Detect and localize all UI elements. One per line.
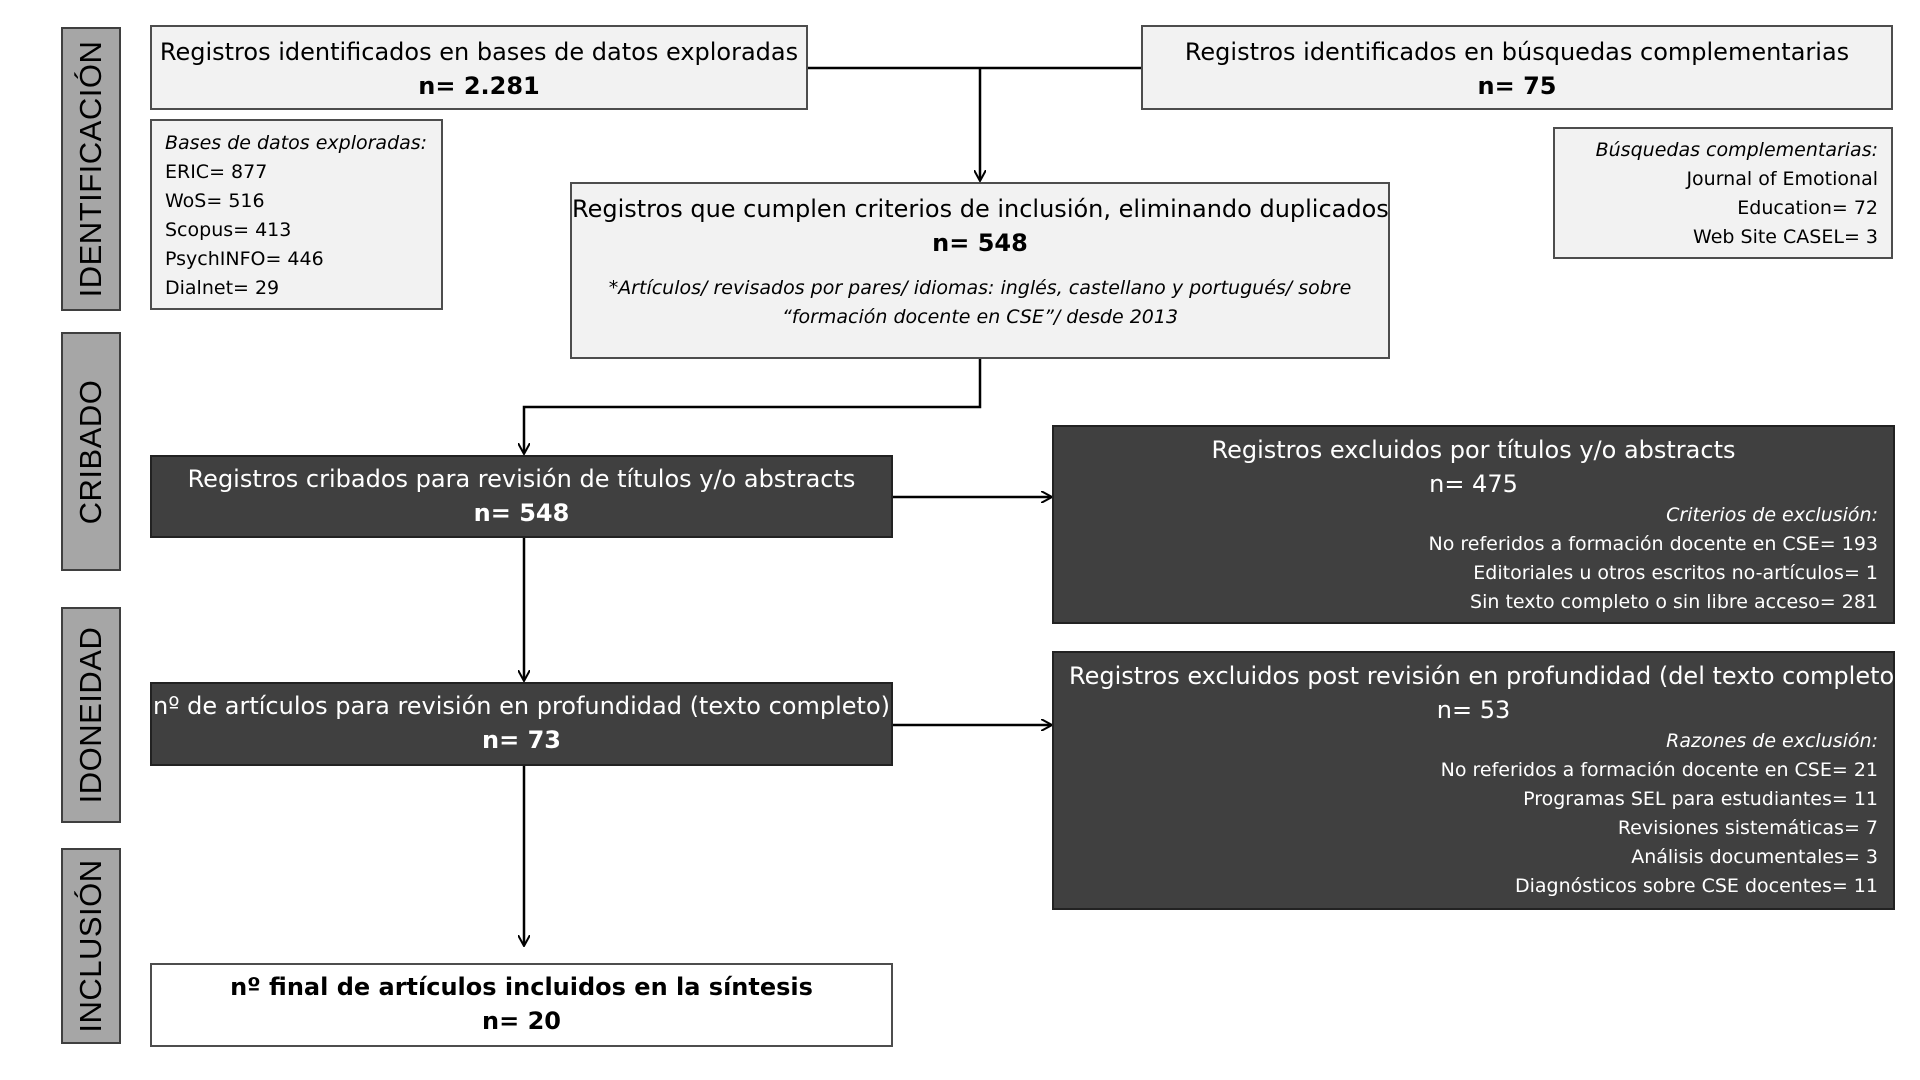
- fulltext-articles-title: nº de artículos para revisión en profund…: [152, 692, 890, 720]
- database-list-heading: Bases de datos exploradas:: [165, 132, 428, 154]
- database-item: ERIC= 877: [165, 161, 268, 183]
- excluded-fulltext-title: Registros excluidos post revisión en pro…: [1069, 662, 1904, 690]
- stage-inclusion: INCLUSIÓN: [61, 848, 121, 1044]
- screened-records-title: Registros cribados para revisión de títu…: [187, 465, 856, 493]
- box-complementary-list: Búsquedas complementarias: Journal of Em…: [1553, 127, 1893, 259]
- database-item: PsychINFO= 446: [165, 248, 324, 270]
- excluded-fulltext-item: Revisiones sistemáticas= 7: [1617, 817, 1878, 839]
- stage-identificacion: IDENTIFICACIÓN: [61, 27, 121, 311]
- final-included-count: n= 20: [482, 1007, 561, 1035]
- box-excluded-titles: Registros excluidos por títulos y/o abst…: [1052, 425, 1895, 624]
- inclusion-criteria-count: n= 548: [932, 229, 1028, 257]
- inclusion-criteria-note-2: “formación docente en CSE”/ desde 2013: [781, 306, 1179, 328]
- database-records-count: n= 2.281: [418, 72, 540, 100]
- excluded-titles-item: No referidos a formación docente en CSE=…: [1428, 533, 1878, 555]
- fulltext-articles-count: n= 73: [482, 726, 561, 754]
- final-included-title: nº final de artículos incluidos en la sí…: [230, 973, 813, 1001]
- box-screened-records: Registros cribados para revisión de títu…: [150, 455, 893, 538]
- box-final-included: nº final de artículos incluidos en la sí…: [150, 963, 893, 1047]
- arrow-to-screened: [524, 358, 982, 453]
- excluded-fulltext-item: No referidos a formación docente en CSE=…: [1440, 759, 1878, 781]
- inclusion-criteria-note-1: *Artículos/ revisados por pares/ idiomas…: [608, 277, 1352, 299]
- complementary-records-title: Registros identificados en búsquedas com…: [1184, 38, 1850, 66]
- complementary-list-heading: Búsquedas complementarias:: [1595, 139, 1878, 161]
- box-database-list: Bases de datos exploradas: ERIC= 877 WoS…: [150, 119, 443, 310]
- excluded-titles-count: n= 475: [1429, 470, 1518, 498]
- database-item: Dialnet= 29: [165, 277, 280, 299]
- complementary-item: Journal of Emotional: [1686, 168, 1878, 190]
- excluded-fulltext-count: n= 53: [1436, 696, 1511, 724]
- excluded-fulltext-heading: Razones de exclusión:: [1666, 730, 1878, 752]
- excluded-titles-item: Sin texto completo o sin libre acceso= 2…: [1470, 591, 1878, 613]
- excluded-titles-item: Editoriales u otros escritos no-artículo…: [1473, 562, 1878, 584]
- excluded-titles-heading: Criterios de exclusión:: [1666, 504, 1878, 526]
- stage-idoneidad: IDONEIDAD: [61, 607, 121, 823]
- box-database-records: Registros identificados en bases de dato…: [150, 25, 808, 110]
- excluded-titles-title: Registros excluidos por títulos y/o abst…: [1211, 436, 1736, 464]
- inclusion-criteria-title: Registros que cumplen criterios de inclu…: [572, 195, 1389, 223]
- stage-cribado: CRIBADO: [61, 332, 121, 571]
- box-inclusion-criteria: Registros que cumplen criterios de inclu…: [570, 182, 1390, 359]
- complementary-item: Education= 72: [1737, 197, 1878, 219]
- excluded-fulltext-item: Análisis documentales= 3: [1631, 846, 1878, 868]
- box-fulltext-articles: nº de artículos para revisión en profund…: [150, 682, 893, 766]
- database-item: WoS= 516: [165, 190, 265, 212]
- complementary-records-count: n= 75: [1477, 72, 1557, 100]
- box-excluded-fulltext: Registros excluidos post revisión en pro…: [1052, 651, 1904, 910]
- screened-records-count: n= 548: [473, 499, 570, 527]
- complementary-item: Web Site CASEL= 3: [1693, 226, 1878, 248]
- excluded-fulltext-item: Programas SEL para estudiantes= 11: [1523, 788, 1878, 810]
- database-item: Scopus= 413: [165, 219, 292, 241]
- database-records-title: Registros identificados en bases de dato…: [159, 38, 799, 66]
- excluded-fulltext-item: Diagnósticos sobre CSE docentes= 11: [1514, 875, 1878, 897]
- box-complementary-records: Registros identificados en búsquedas com…: [1141, 25, 1893, 110]
